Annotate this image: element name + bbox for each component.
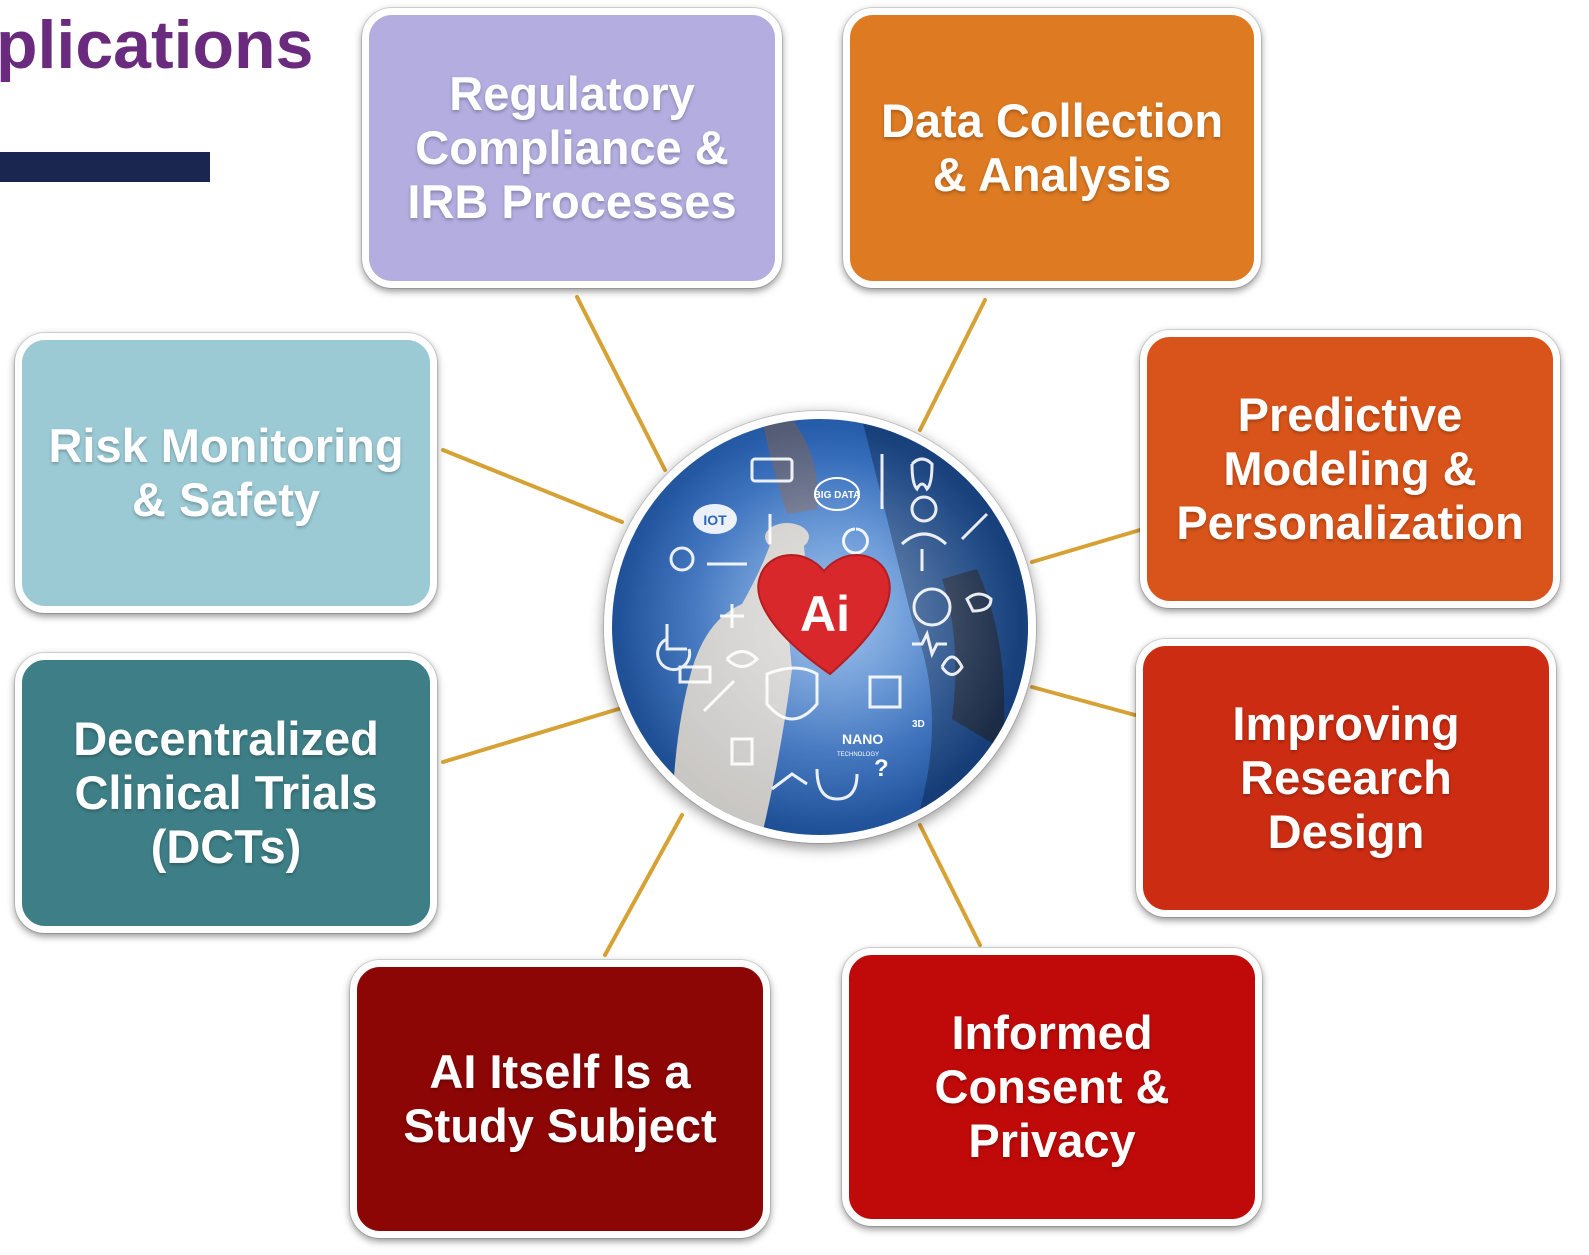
bed-icon [750,457,794,483]
title-underline-bar [0,152,210,182]
box-ai-study-subject-label: AI Itself Is a Study Subject [403,1045,717,1152]
box-risk-monitoring: Risk Monitoring & Safety [15,333,437,613]
box-improving-research-design-label: Improving Research Design [1232,697,1460,858]
syringe-icon [960,512,989,541]
question-mark-icon: ? [874,755,889,782]
hospital-icon [868,675,902,709]
shield-lock-icon [765,666,819,721]
box-informed-consent: Informed Consent & Privacy [842,948,1262,1226]
central-ai-healthcare-image: IOT BIG DATA NANO TECHNOLOGY ? 3D Ai [604,411,1036,843]
3d-heart-icon: 3D [912,719,925,730]
ai-heart-icon: Ai [757,554,891,676]
box-data-collection-label: Data Collection & Analysis [880,94,1224,201]
connector-regulatory [575,295,667,472]
water-hand-icon [940,655,964,676]
chip-icon [912,587,952,627]
apple-icon [842,527,869,555]
chat-icon [965,592,993,613]
svg-text:BIG DATA: BIG DATA [814,490,861,501]
iot-badge: IOT [693,504,737,534]
brain-icon [725,650,760,668]
tooth-icon [910,457,934,492]
nano-badge: NANO TECHNOLOGY [837,731,883,758]
box-risk-monitoring-label: Risk Monitoring & Safety [48,419,404,526]
connector-decentralized [441,705,627,764]
bandage-icon [702,679,736,713]
box-informed-consent-label: Informed Consent & Privacy [934,1006,1170,1167]
clipboard-icon [730,737,754,766]
svg-text:NANO: NANO [842,731,883,747]
connector-ai-itself [603,813,684,957]
box-predictive-modeling: Predictive Modeling & Personalization [1140,330,1560,608]
box-ai-study-subject: AI Itself Is a Study Subject [350,960,770,1238]
big-data-badge: BIG DATA [814,477,861,511]
connector-improving [1030,685,1137,717]
box-data-collection: Data Collection & Analysis [843,8,1261,288]
connector-informed-consent [918,823,982,947]
heart-monitor-icon [912,629,947,659]
wheelchair-icon [656,624,692,672]
robot-arm-icon [771,772,808,791]
people-icon [900,495,948,546]
connector-data-collection [918,298,987,432]
box-regulatory-compliance: Regulatory Compliance & IRB Processes [362,8,782,288]
box-regulatory-compliance-label: Regulatory Compliance & IRB Processes [407,67,737,228]
plus-icon [720,604,744,628]
connector-risk-monitoring [441,448,624,524]
box-improving-research-design: Improving Research Design [1136,639,1556,917]
dollar-icon [678,665,712,684]
box-decentralized-trials-label: Decentralized Clinical Trials (DCTs) [73,712,379,873]
box-decentralized-trials: Decentralized Clinical Trials (DCTs) [15,653,437,933]
ai-badge-text: Ai [800,586,850,642]
svg-text:TECHNOLOGY: TECHNOLOGY [837,752,879,758]
page-title: plications [0,7,314,83]
connector-predictive [1030,528,1142,564]
stethoscope-icon [815,768,859,801]
box-predictive-modeling-label: Predictive Modeling & Personalization [1176,388,1524,549]
pill-icon [669,546,695,572]
svg-text:IOT: IOT [703,512,727,528]
